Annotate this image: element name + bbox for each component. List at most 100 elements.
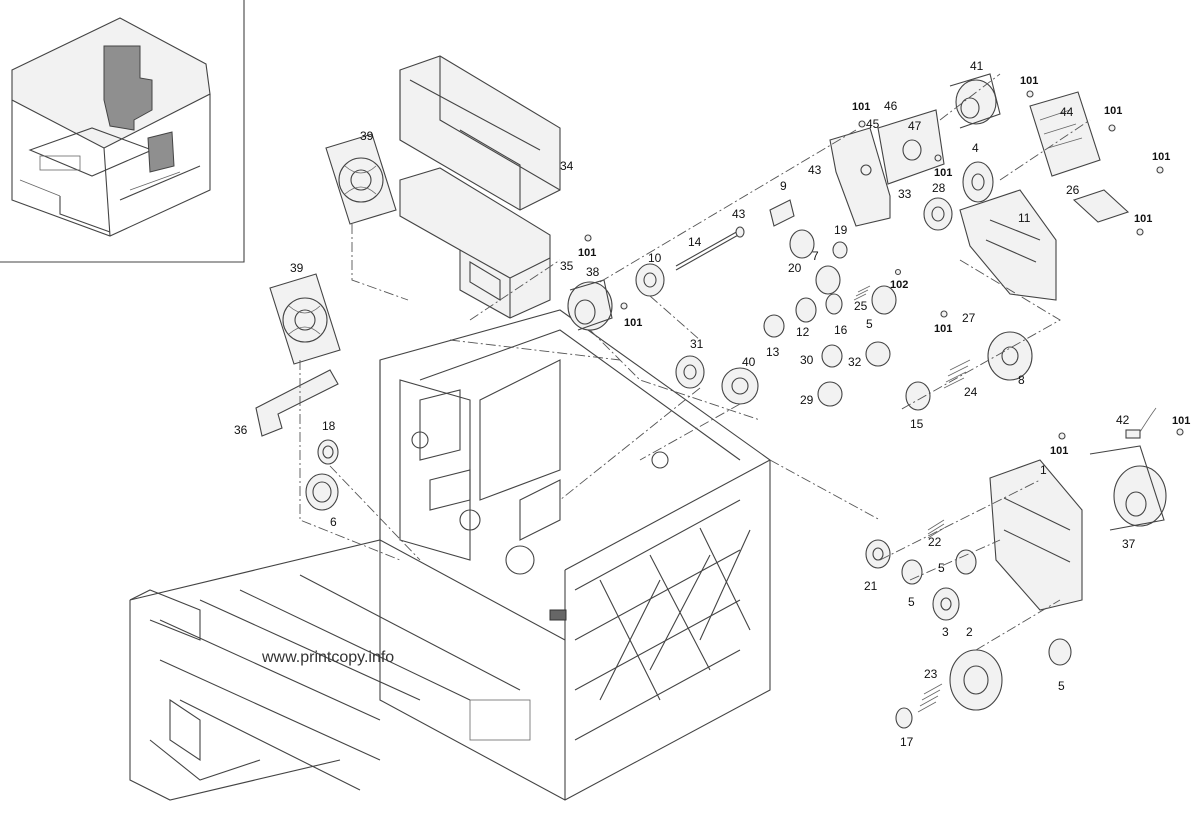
connector-42: [1125, 407, 1157, 439]
callout-47: 47: [908, 119, 922, 133]
callout-32: 32: [848, 355, 862, 369]
callout-9: 9: [780, 179, 787, 193]
callout-35: 35: [560, 259, 574, 273]
gear-17: [895, 707, 913, 729]
callout-16: 16: [834, 323, 848, 337]
callout-18: 18: [322, 419, 336, 433]
collar-9: [769, 199, 795, 227]
callout-101e: 101: [1020, 75, 1038, 87]
callout-43a: 43: [808, 163, 822, 177]
callout-4: 4: [972, 141, 979, 155]
callout-29: 29: [800, 393, 814, 407]
callout-5a: 5: [866, 317, 873, 331]
callout-5c: 5: [908, 595, 915, 609]
callout-101g: 101: [1152, 151, 1170, 163]
callout-11: 11: [1018, 211, 1031, 225]
bearing-6: [305, 473, 339, 511]
gear-5s: [901, 549, 1072, 666]
callout-42: 42: [1116, 413, 1130, 427]
callout-30: 30: [800, 353, 814, 367]
motor-38: [567, 279, 613, 331]
callout-2: 2: [966, 625, 973, 639]
callout-33: 33: [898, 187, 912, 201]
callout-labels: 1 2 3 4 5 5 5 5 6 7 8 9 10 11 12 13 14 1…: [234, 59, 1190, 749]
callout-22: 22: [928, 535, 942, 549]
callout-31: 31: [690, 337, 704, 351]
callout-15: 15: [910, 417, 924, 431]
callout-24: 24: [964, 385, 978, 399]
fan-39-top: [325, 133, 397, 225]
callout-39a: 39: [360, 129, 374, 143]
callout-101j: 101: [1050, 445, 1068, 457]
callout-5b: 5: [938, 561, 945, 575]
callout-44: 44: [1060, 105, 1074, 119]
motor-37: [1089, 445, 1167, 531]
bracket-26: [1072, 189, 1130, 223]
callout-27: 27: [962, 311, 976, 325]
callout-41: 41: [970, 59, 984, 73]
bracket-36: [255, 369, 339, 437]
bracket-33: [829, 127, 891, 227]
callout-13: 13: [766, 345, 780, 359]
frame-11: [959, 189, 1057, 301]
callout-101a: 101: [578, 247, 596, 259]
callout-1: 1: [1040, 463, 1047, 477]
inset-highlight-side: [147, 131, 175, 173]
clutch-40: [721, 367, 759, 405]
motor-41: [949, 73, 1001, 129]
callout-101c: 101: [852, 101, 870, 113]
duct-34: [399, 55, 561, 211]
inset-overview: [0, 0, 245, 263]
watermark-text: www.printcopy.info: [261, 649, 394, 666]
callout-101d: 101: [934, 167, 952, 179]
callout-10: 10: [648, 251, 662, 265]
callout-101b: 101: [624, 317, 642, 329]
small-gears: [763, 229, 1033, 411]
callout-101f: 101: [1104, 105, 1122, 117]
leader-lines: [299, 73, 1091, 651]
callout-40: 40: [742, 355, 756, 369]
inset-highlight-top: [103, 45, 153, 131]
gear-2: [949, 649, 1003, 711]
callout-3: 3: [942, 625, 949, 639]
callout-20: 20: [788, 261, 802, 275]
callout-21: 21: [864, 579, 878, 593]
gear-3: [932, 587, 960, 621]
frame-1: [989, 459, 1083, 611]
callout-19: 19: [834, 223, 848, 237]
callout-7: 7: [812, 249, 819, 263]
gear-18: [317, 439, 339, 465]
callout-101h: 101: [1134, 213, 1152, 225]
callout-101i: 101: [934, 323, 952, 335]
callout-14: 14: [688, 235, 702, 249]
callout-25: 25: [854, 299, 868, 313]
callout-46: 46: [884, 99, 898, 113]
board-44: [1029, 91, 1101, 177]
callout-36: 36: [234, 423, 248, 437]
screws: [584, 90, 1184, 440]
callout-101k: 101: [1172, 415, 1190, 427]
callout-37: 37: [1122, 537, 1136, 551]
spring-23: [917, 683, 943, 713]
gear-28: [923, 197, 953, 231]
callout-12: 12: [796, 325, 810, 339]
gear-10: [635, 263, 665, 297]
callout-102: 102: [890, 279, 908, 291]
callout-6: 6: [330, 515, 337, 529]
fan-39-bottom: [269, 273, 341, 365]
callout-38: 38: [586, 265, 600, 279]
main-frame: [129, 309, 771, 801]
duct-35: [399, 167, 551, 319]
plate-46: [877, 109, 945, 185]
callout-26: 26: [1066, 183, 1080, 197]
gear-4: [962, 161, 994, 203]
callout-34: 34: [560, 159, 574, 173]
callout-8: 8: [1018, 373, 1025, 387]
callout-23: 23: [924, 667, 938, 681]
shaft-14: [675, 226, 745, 271]
callout-45: 45: [866, 117, 880, 131]
gear-21: [865, 539, 891, 569]
callout-39b: 39: [290, 261, 304, 275]
